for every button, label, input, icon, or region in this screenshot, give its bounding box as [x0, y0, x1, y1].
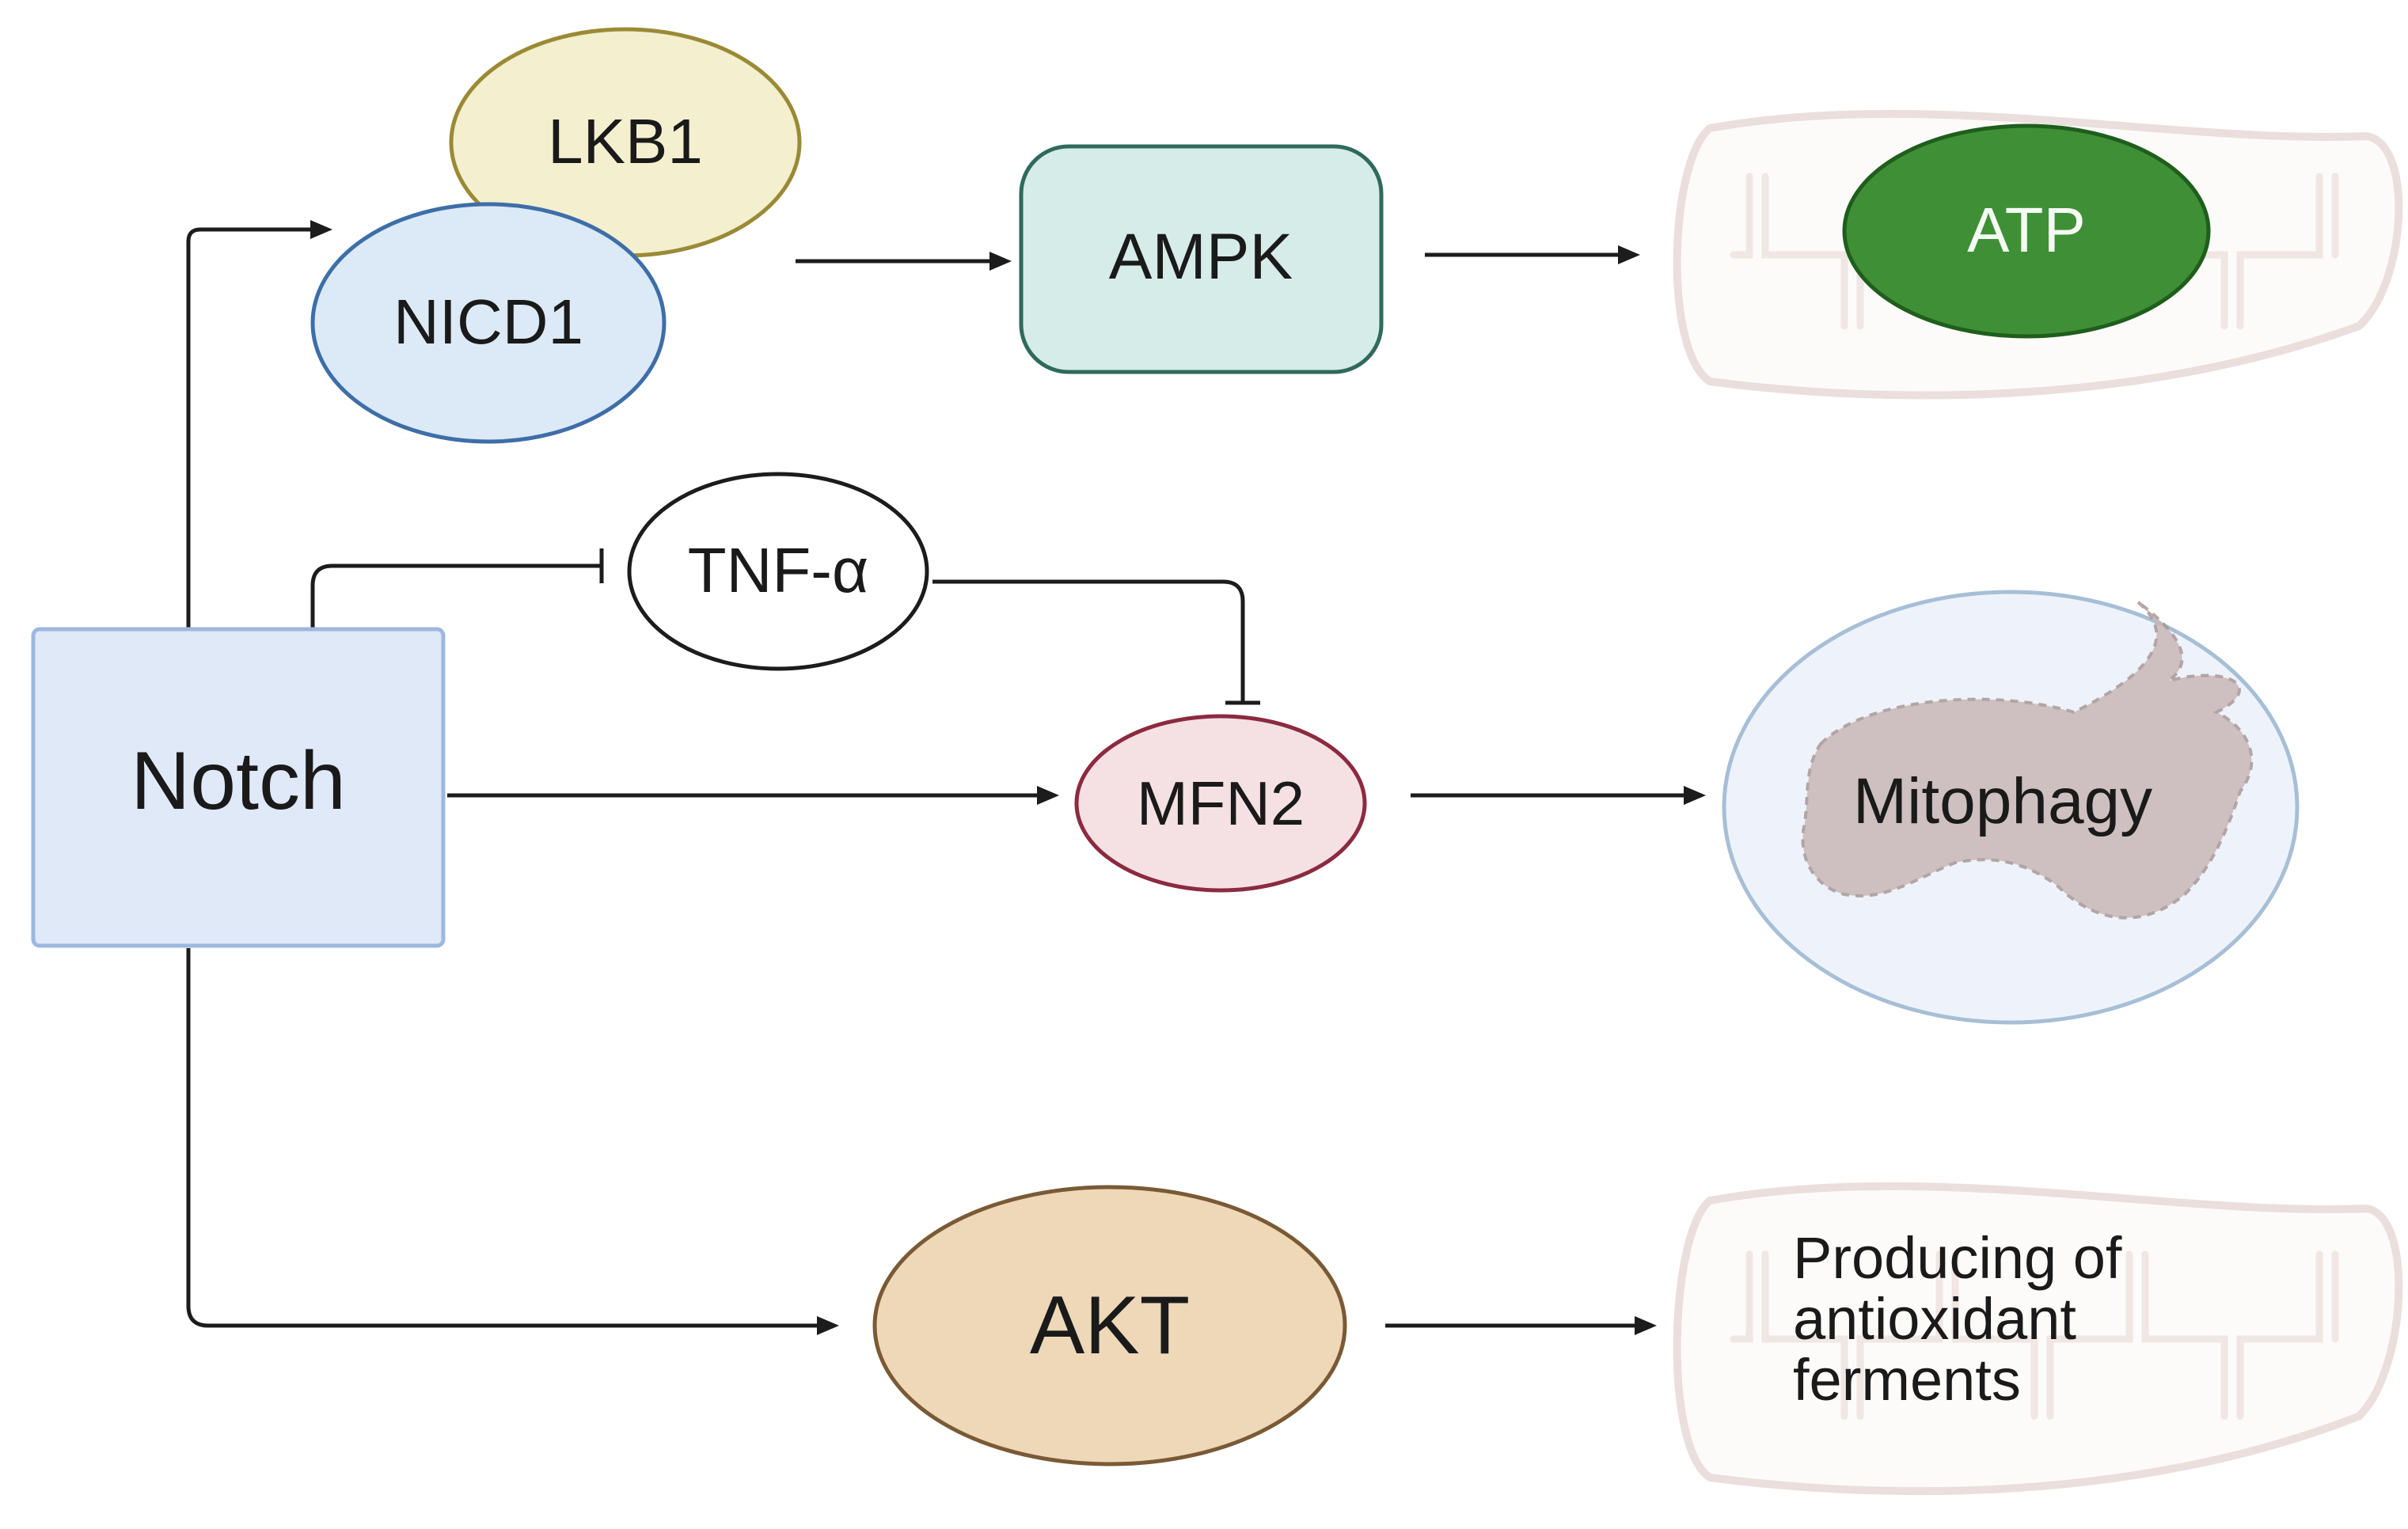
lkb1-node: LKB1: [449, 27, 802, 258]
arrow-notch-to-akt: [186, 948, 823, 1328]
ampk-node: AMPK: [1019, 144, 1384, 374]
mitophagy-label: Mitophagy: [1853, 765, 2152, 837]
mfn2-label: MFN2: [1137, 768, 1305, 838]
damaged-mitochondrion-icon: [1801, 600, 2254, 920]
mitochondrion-cristae: [1730, 1250, 2339, 1420]
tnf-ellipse: [627, 472, 929, 671]
connectors: [186, 220, 1706, 1335]
atp-ellipse: [1842, 123, 2211, 339]
inhibit-tnf-to-mfn2: [932, 579, 1245, 703]
ampk-box: [1019, 144, 1384, 374]
ampk-label: AMPK: [1109, 221, 1293, 293]
atp-label: ATP: [1967, 195, 2086, 265]
notch-label: Notch: [131, 735, 346, 827]
inhibit-notch-to-tnf: [310, 563, 602, 629]
antioxidant-node: Producing of antioxidant ferments: [1793, 1225, 2122, 1413]
tnf-node: TNF-α: [627, 472, 929, 671]
arrowhead-ampk: [989, 252, 1012, 271]
notch-node: Notch: [31, 627, 446, 948]
mitochondrion-bottom-icon: [1673, 1182, 2403, 1496]
arrowhead-mitophagy: [1684, 786, 1706, 805]
arrowhead-atp: [1618, 245, 1640, 264]
akt-ellipse: [872, 1185, 1347, 1466]
arrowhead-nicd1: [310, 220, 332, 239]
antioxidant-label-line-1: Producing of: [1793, 1225, 2122, 1291]
mfn2-node: MFN2: [1074, 714, 1367, 893]
arrowhead-antioxidant: [1635, 1316, 1657, 1335]
arrowhead-akt: [817, 1316, 839, 1335]
nicd1-label: NICD1: [393, 286, 583, 357]
mitophagy-node: Mitophagy: [1722, 590, 2300, 1025]
akt-label: AKT: [1030, 1280, 1190, 1372]
lkb1-label: LKB1: [548, 106, 703, 176]
nicd1-ellipse: [310, 202, 667, 444]
nicd1-node: NICD1: [310, 202, 667, 444]
notch-box: [31, 627, 446, 948]
mfn2-ellipse: [1074, 714, 1367, 893]
antioxidant-label-line-3: ferments: [1793, 1347, 2021, 1413]
akt-node: AKT: [872, 1185, 1347, 1466]
antioxidant-label-line-2: antioxidant: [1793, 1286, 2076, 1352]
arrowhead-mfn2: [1037, 786, 1059, 805]
atp-node: ATP: [1842, 123, 2211, 339]
arrow-notch-to-nicd1: [186, 227, 325, 629]
tnf-label: TNF-α: [688, 535, 868, 605]
